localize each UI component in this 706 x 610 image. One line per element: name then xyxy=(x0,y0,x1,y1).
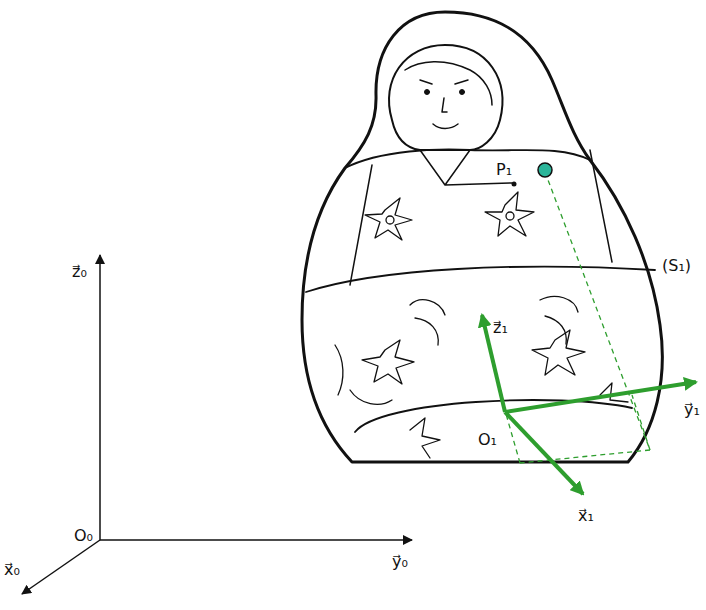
point-dot xyxy=(512,182,517,187)
origin-label: O₁ xyxy=(478,430,497,449)
axis-label: z⃗₀ xyxy=(72,262,87,281)
projection-lines xyxy=(506,172,650,463)
axis-label: x⃗₁ xyxy=(578,506,594,525)
frame-zero xyxy=(22,255,412,594)
origin-label: O₀ xyxy=(74,526,93,545)
frame-one xyxy=(482,315,696,494)
axis-label: x⃗₀ xyxy=(4,560,20,579)
axis-label: z⃗₁ xyxy=(493,318,508,337)
part-label: (S₁) xyxy=(662,256,691,275)
axis-label: y⃗₁ xyxy=(684,400,700,419)
axis-label: y⃗₀ xyxy=(392,552,408,571)
marker-dot xyxy=(538,163,552,177)
point-label: P₁ xyxy=(496,160,512,179)
